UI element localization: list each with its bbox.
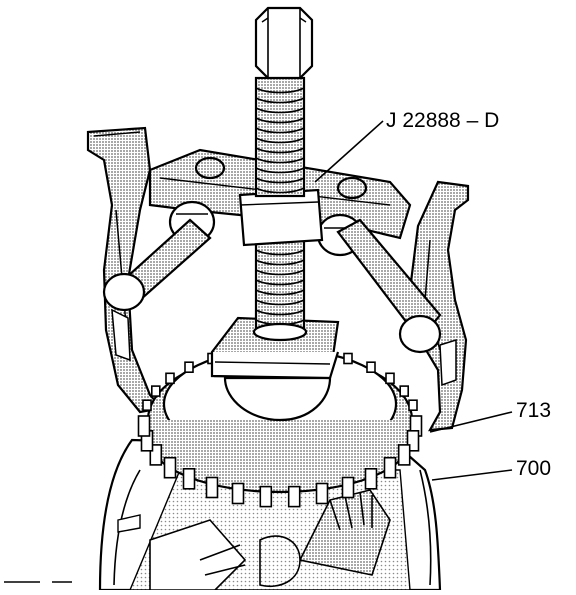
thread-line [255,167,305,174]
ring-tooth [383,456,397,479]
ring-tooth [406,429,420,452]
side-gear [149,489,391,591]
thread-line [255,309,305,316]
thread-line [255,269,305,276]
ring-tooth [364,467,378,490]
ring-tooth [385,372,395,385]
ring-tooth [205,476,219,499]
callout-housing-number: 700 [516,457,552,480]
ring-tooth [182,467,196,490]
ring-tooth [341,476,355,499]
left-link-arm [102,218,212,312]
thread-line [255,127,305,134]
thread-line [255,177,305,184]
ring-tooth [399,385,410,397]
ring-tooth [151,385,161,397]
ring-tooth [408,399,418,412]
ring-tooth [165,372,175,385]
thread-line [255,187,305,194]
leader-700 [431,469,513,481]
leader-tool [314,120,384,183]
ring-tooth [287,485,301,508]
thread-line [255,299,305,306]
screw-threads-lower [255,249,305,326]
callout-tool-number: J 22888 – D [386,109,500,132]
ring-tooth [184,361,194,374]
ring-tooth [149,444,163,466]
ring-tooth [259,485,273,508]
ring-tooth [163,456,177,479]
right-link-arm [336,218,442,354]
thread-line [255,147,305,154]
thread-line [255,249,305,256]
thread-line [255,87,305,94]
thread-line [255,107,305,114]
leader-713 [429,411,513,433]
ring-tooth [343,352,353,365]
thread-line [255,157,305,164]
callout-ring-number: 713 [516,399,552,422]
ring-tooth [315,482,329,505]
thread-line [255,97,305,104]
press-plate [210,316,340,422]
thread-line [255,259,305,266]
ring-tooth [397,444,411,466]
thread-line [255,279,305,286]
ring-tooth [231,482,245,505]
ring-tooth [366,361,376,374]
thread-line [255,289,305,296]
forcing-screw [238,6,324,342]
thread-line [255,117,305,124]
leader-lines [314,120,513,481]
thread-line [255,137,305,144]
screw-hex-head [254,6,314,80]
ring-tooth [137,415,151,437]
ring-tooth [142,399,152,412]
screw-threads-upper [255,87,305,194]
